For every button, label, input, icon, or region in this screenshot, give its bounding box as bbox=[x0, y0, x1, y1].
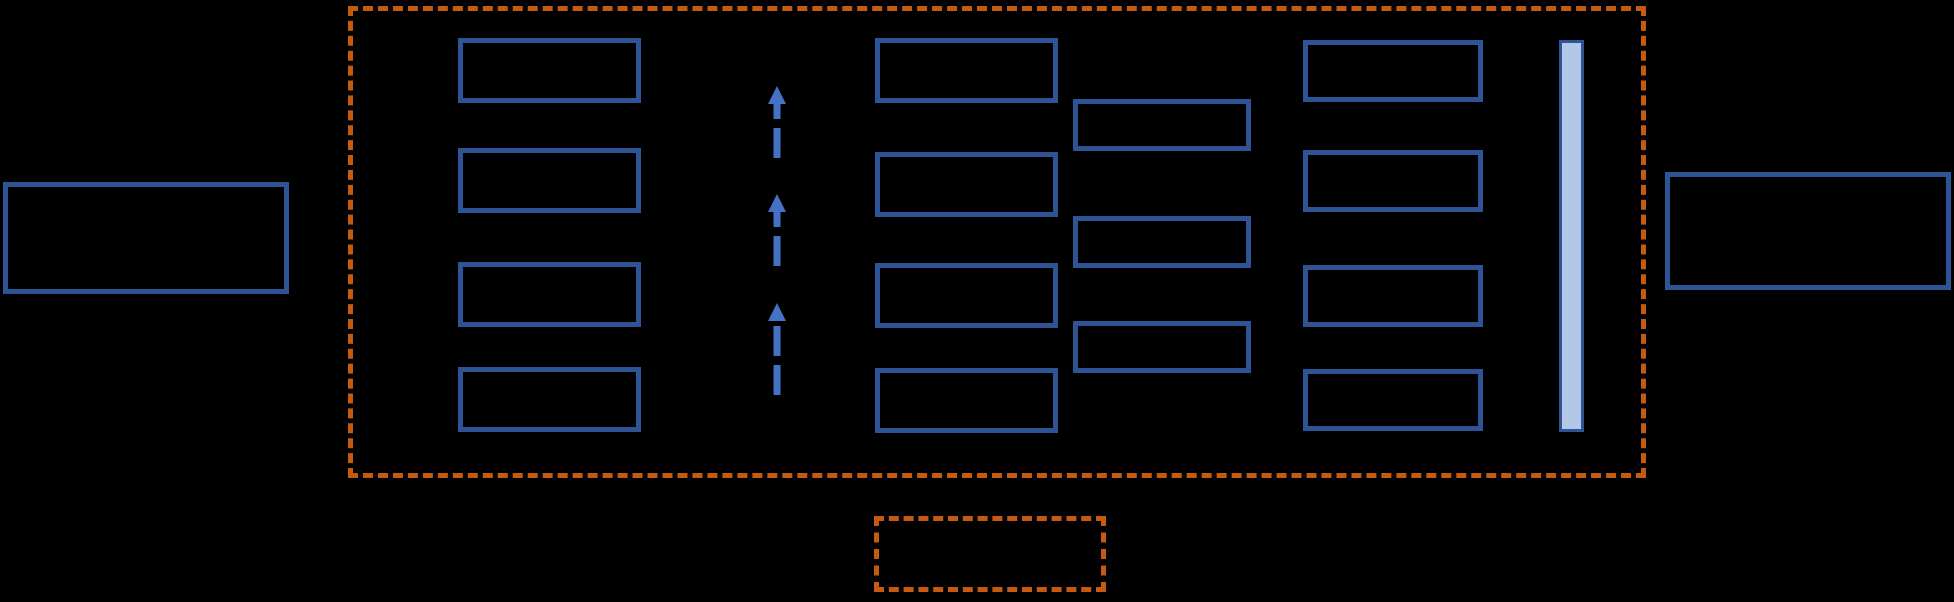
column-4-box-2[interactable] bbox=[1303, 150, 1483, 212]
column-1-box-3[interactable] bbox=[458, 262, 641, 327]
column-2-box-2[interactable] bbox=[875, 152, 1058, 217]
up-arrow-2-icon bbox=[765, 194, 789, 266]
column-4-box-4[interactable] bbox=[1303, 369, 1483, 431]
left-block[interactable] bbox=[3, 182, 289, 294]
bottom-dashed-box[interactable] bbox=[874, 516, 1106, 592]
up-arrow-1-icon bbox=[765, 86, 789, 158]
column-2-box-3[interactable] bbox=[875, 263, 1058, 328]
column-3-box-1[interactable] bbox=[1073, 99, 1251, 151]
vertical-bar[interactable] bbox=[1559, 40, 1584, 432]
column-4-box-1[interactable] bbox=[1303, 40, 1483, 102]
column-4-box-3[interactable] bbox=[1303, 265, 1483, 327]
right-block[interactable] bbox=[1665, 172, 1951, 290]
column-3-box-3[interactable] bbox=[1073, 321, 1251, 373]
column-3-box-2[interactable] bbox=[1073, 216, 1251, 268]
outer-dashed-container bbox=[348, 6, 1646, 478]
column-1-box-2[interactable] bbox=[458, 148, 641, 213]
column-1-box-1[interactable] bbox=[458, 38, 641, 103]
column-2-box-4[interactable] bbox=[875, 368, 1058, 433]
up-arrow-3-icon bbox=[765, 303, 789, 395]
column-2-box-1[interactable] bbox=[875, 38, 1058, 103]
column-1-box-4[interactable] bbox=[458, 367, 641, 432]
